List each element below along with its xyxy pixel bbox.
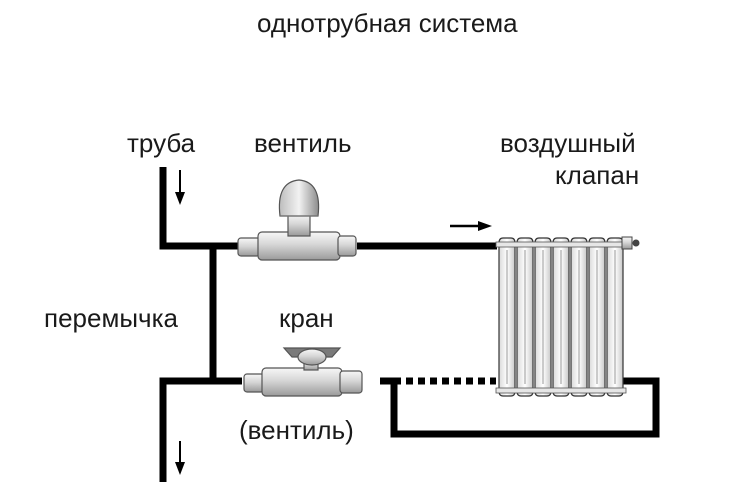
air-valve-label-line1: воздушный <box>500 128 636 158</box>
pipes <box>159 167 660 482</box>
valve-icon <box>237 179 357 261</box>
radiator-manifold <box>495 241 627 248</box>
diagram-title: однотрубная система <box>257 8 518 38</box>
radiator <box>495 237 627 397</box>
return-riser-pipe <box>159 377 242 482</box>
supply-riser-pipe <box>159 167 242 250</box>
arrow-right-icon <box>450 221 492 231</box>
radiator-manifold <box>495 387 627 394</box>
arrow-down-icon <box>175 441 185 475</box>
valve-label: вентиль <box>254 128 352 158</box>
tap-icon <box>243 347 363 397</box>
arrow-down-icon <box>175 170 185 205</box>
bypass-label: перемычка <box>44 303 178 333</box>
tap-alt-label: (вентиль) <box>239 415 354 445</box>
air-valve-icon <box>621 236 640 250</box>
tap-label: кран <box>279 303 334 333</box>
pipe-label: труба <box>127 128 196 158</box>
air-valve-label-line2: клапан <box>555 160 640 190</box>
return-loop-pipe <box>380 377 660 438</box>
